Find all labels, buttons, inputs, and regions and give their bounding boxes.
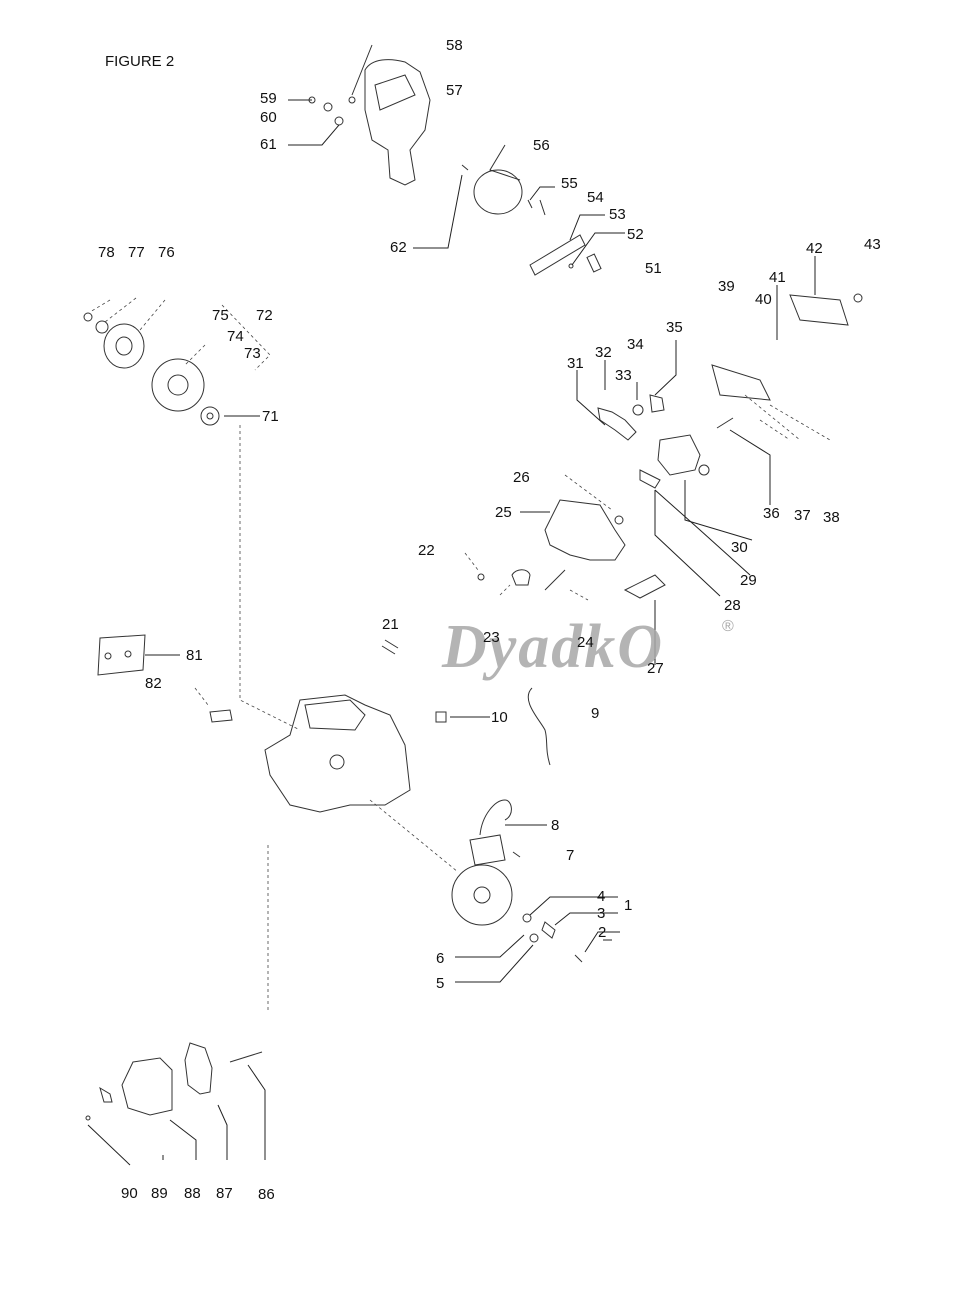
callout-6: 6 <box>436 950 445 967</box>
callout-3: 3 <box>597 905 606 922</box>
callout-57: 57 <box>446 82 463 99</box>
brake-band <box>461 144 523 215</box>
chain-brake-handle <box>351 44 431 186</box>
callout-leader-lines <box>87 99 816 1166</box>
callout-88: 88 <box>184 1185 201 1202</box>
carburetor-cover <box>544 474 626 561</box>
muffler-assembly <box>85 1042 263 1121</box>
callout-75: 75 <box>212 307 229 324</box>
callout-82: 82 <box>145 675 162 692</box>
assembly-dash-lines <box>194 425 459 1010</box>
callout-72: 72 <box>256 307 273 324</box>
callout-74: 74 <box>227 328 244 345</box>
callout-73: 73 <box>244 345 261 362</box>
callout-54: 54 <box>587 189 604 206</box>
callout-34: 34 <box>627 336 644 353</box>
callout-26: 26 <box>513 469 530 486</box>
ignition-and-flywheel <box>435 687 583 963</box>
callout-51: 51 <box>645 260 662 277</box>
callout-28: 28 <box>724 597 741 614</box>
callout-86: 86 <box>258 1186 275 1203</box>
callout-9: 9 <box>591 705 600 722</box>
registered-mark: ® <box>722 618 734 635</box>
callout-61: 61 <box>260 136 277 153</box>
callout-39: 39 <box>718 278 735 295</box>
starter-pulley-assembly <box>83 297 271 426</box>
callout-59: 59 <box>260 90 277 107</box>
callout-8: 8 <box>551 817 560 834</box>
callout-71: 71 <box>262 408 279 425</box>
callout-42: 42 <box>806 240 823 257</box>
callout-35: 35 <box>666 319 683 336</box>
callout-21: 21 <box>382 616 399 633</box>
callout-40: 40 <box>755 291 772 308</box>
callout-60: 60 <box>260 109 277 126</box>
figure-title: FIGURE 2 <box>105 53 175 70</box>
callout-55: 55 <box>561 175 578 192</box>
watermark-logo: DyadkO <box>442 613 665 681</box>
callout-7: 7 <box>566 847 575 864</box>
callout-81: 81 <box>186 647 203 664</box>
small-parts-22-24 <box>464 552 666 601</box>
engine-crankcase <box>209 639 411 813</box>
callout-10: 10 <box>491 709 508 726</box>
callout-90: 90 <box>121 1185 138 1202</box>
callout-58: 58 <box>446 37 463 54</box>
callout-76: 76 <box>158 244 175 261</box>
callout-37: 37 <box>794 507 811 524</box>
callout-32: 32 <box>595 344 612 361</box>
guide-bar-plate <box>97 634 146 676</box>
callout-31: 31 <box>567 355 584 372</box>
callout-62: 62 <box>390 239 407 256</box>
callout-78: 78 <box>98 244 115 261</box>
callout-53: 53 <box>609 206 626 223</box>
callout-30: 30 <box>731 539 748 556</box>
chain-tensioner <box>527 199 602 276</box>
callout-52: 52 <box>627 226 644 243</box>
callout-25: 25 <box>495 504 512 521</box>
callout-27: 27 <box>647 660 664 677</box>
callout-23: 23 <box>483 629 500 646</box>
callout-43: 43 <box>864 236 881 253</box>
carburetor-assembly <box>597 293 863 489</box>
callout-89: 89 <box>151 1185 168 1202</box>
callout-2: 2 <box>598 924 607 941</box>
callout-38: 38 <box>823 509 840 526</box>
callout-1: 1 <box>624 897 633 914</box>
callout-4: 4 <box>597 888 606 905</box>
callout-33: 33 <box>615 367 632 384</box>
callout-41: 41 <box>769 269 786 286</box>
callout-24: 24 <box>577 634 594 651</box>
callout-22: 22 <box>418 542 435 559</box>
callout-77: 77 <box>128 244 145 261</box>
callout-36: 36 <box>763 505 780 522</box>
callout-87: 87 <box>216 1185 233 1202</box>
small-screws-59-61 <box>308 96 356 126</box>
callout-56: 56 <box>533 137 550 154</box>
callout-5: 5 <box>436 975 445 992</box>
callout-29: 29 <box>740 572 757 589</box>
